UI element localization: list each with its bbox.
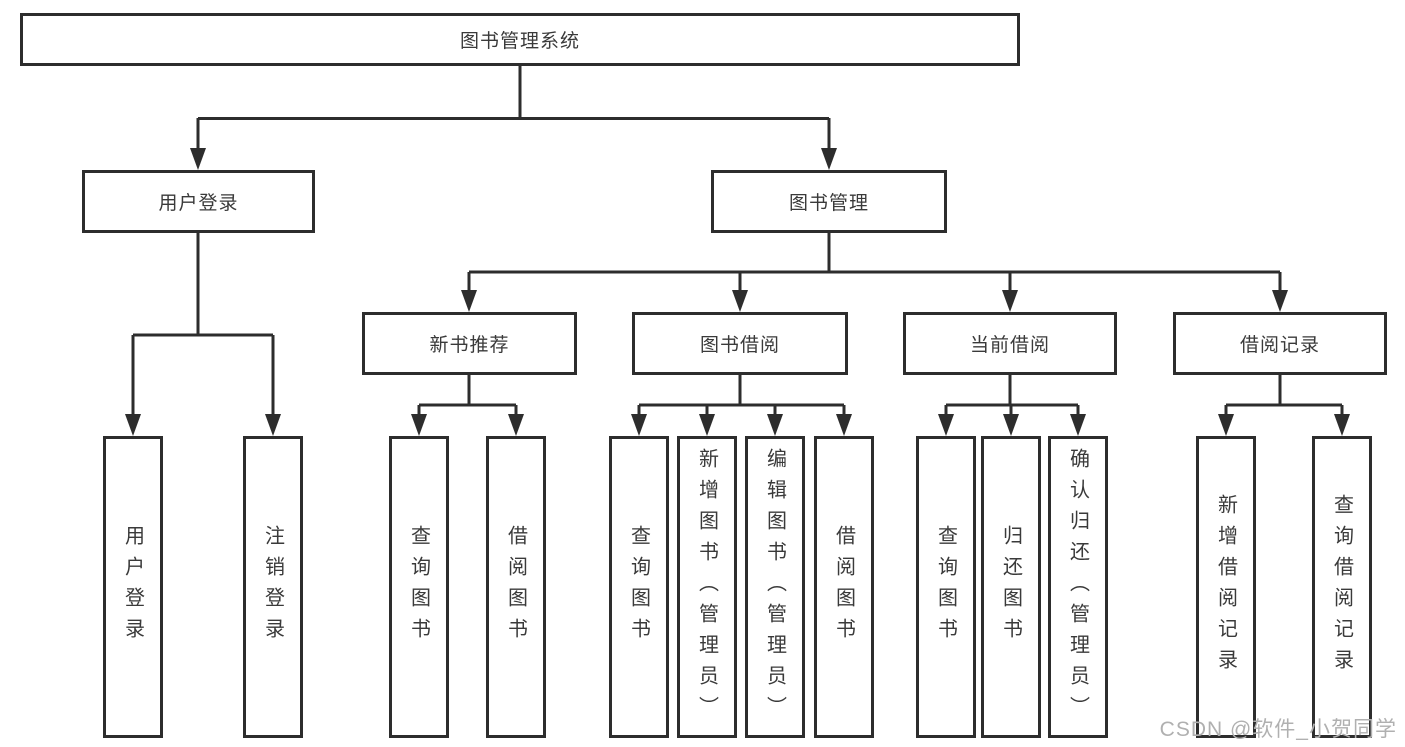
connector-book-borrow [631,375,852,436]
node-label: 用户登录 [158,193,239,214]
leaf-query-books-recommend: 查询图书 [389,436,449,738]
arrowhead-icon [411,414,427,436]
arrowhead-icon [1218,414,1234,436]
node-label: 用户登录 [121,525,144,649]
leaf-add-books-admin: 新增图书（管理员） [677,436,737,738]
leaf-logout: 注销登录 [243,436,303,738]
node-user-login: 用户登录 [82,170,315,233]
connector-current-borrow [938,375,1086,436]
leaf-borrow-books-recommend: 借阅图书 [486,436,546,738]
arrowhead-icon [190,148,206,170]
node-label: 查询图书 [627,525,650,649]
arrowhead-icon [1002,290,1018,312]
node-new-book-recommend: 新书推荐 [362,312,577,375]
arrowhead-icon [1334,414,1350,436]
node-label: 编辑图书（管理员） [763,447,786,727]
node-label: 图书借阅 [699,335,780,356]
arrowhead-icon [938,414,954,436]
node-label: 借阅图书 [504,525,527,649]
arrowhead-icon [461,290,477,312]
connector-book-management [461,233,1288,312]
node-current-borrow: 当前借阅 [903,312,1117,375]
node-label: 新书推荐 [429,335,510,356]
leaf-query-books-borrow: 查询图书 [609,436,669,738]
arrowhead-icon [1272,290,1288,312]
leaf-confirm-return-admin: 确认归还（管理员） [1048,436,1108,738]
arrowhead-icon [1070,414,1086,436]
arrowhead-icon [508,414,524,436]
arrowhead-icon [732,290,748,312]
leaf-query-borrow-record: 查询借阅记录 [1312,436,1372,738]
arrowhead-icon [125,414,141,436]
node-borrow-records: 借阅记录 [1173,312,1387,375]
node-root-system: 图书管理系统 [20,13,1020,66]
node-label: 当前借阅 [969,335,1050,356]
arrowhead-icon [699,414,715,436]
arrowhead-icon [265,414,281,436]
leaf-return-books: 归还图书 [981,436,1041,738]
node-label: 查询图书 [407,525,430,649]
node-label: 新增借阅记录 [1214,494,1237,680]
node-label: 归还图书 [999,525,1022,649]
node-book-management: 图书管理 [711,170,947,233]
node-label: 新增图书（管理员） [695,447,718,727]
csdn-watermark: CSDN @软件_小贺同学 [1159,718,1397,741]
leaf-query-books-current: 查询图书 [916,436,976,738]
node-label: 借阅图书 [832,525,855,649]
arrowhead-icon [836,414,852,436]
connector-root [190,66,837,170]
leaf-user-login: 用户登录 [103,436,163,738]
arrowhead-icon [767,414,783,436]
leaf-edit-books-admin: 编辑图书（管理员） [745,436,805,738]
connector-new-book-recommend [411,375,524,436]
node-label: 查询借阅记录 [1330,494,1353,680]
node-label: 图书管理 [788,193,869,214]
connector-borrow-records [1218,375,1350,436]
node-label: 注销登录 [261,525,284,649]
node-label: 确认归还（管理员） [1066,447,1089,727]
connector-user-login [125,233,281,436]
node-label: 查询图书 [934,525,957,649]
leaf-add-borrow-record: 新增借阅记录 [1196,436,1256,738]
node-label: 借阅记录 [1239,335,1320,356]
leaf-borrow-books: 借阅图书 [814,436,874,738]
node-label: 图书管理系统 [459,31,580,52]
arrowhead-icon [821,148,837,170]
arrowhead-icon [1003,414,1019,436]
node-book-borrow: 图书借阅 [632,312,848,375]
arrowhead-icon [631,414,647,436]
